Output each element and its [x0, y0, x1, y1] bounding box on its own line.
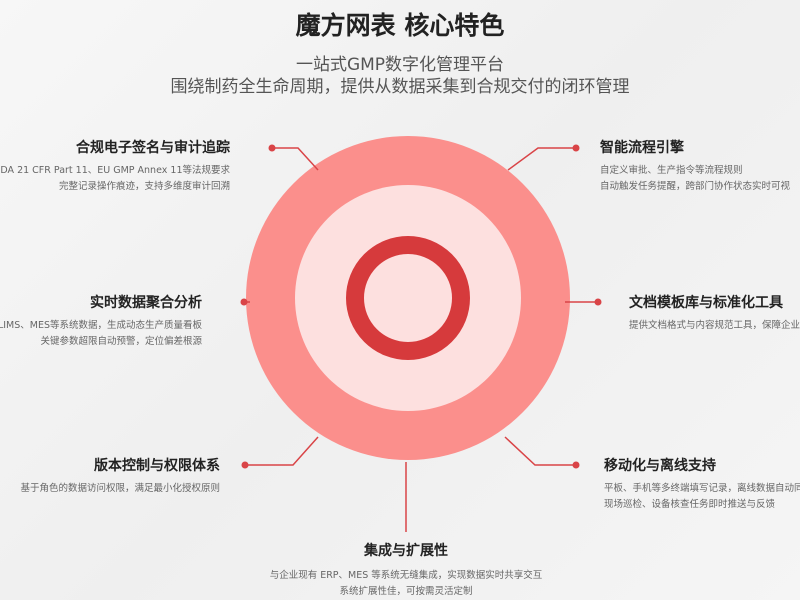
feature-version-control: 版本控制与权限体系 基于角色的数据访问权限，满足最小化授权原则: [20, 455, 220, 497]
feature-title: 文档模板库与标准化工具: [629, 295, 783, 311]
feature-desc: 系统扩展性佳，可按需灵活定制: [339, 586, 473, 597]
feature-desc: 符合FDA 21 CFR Part 11、EU GMP Annex 11等法规要…: [0, 165, 230, 176]
feature-title: 集成与扩展性: [364, 543, 448, 559]
feature-desc: 自定义审批、生产指令等流程规则: [600, 165, 743, 176]
connector-line: [272, 147, 319, 171]
feature-desc: 关键参数超限自动预警，定位偏差根源: [40, 336, 202, 347]
middle-circle: [295, 185, 521, 411]
connector-dot: [594, 298, 602, 306]
subtitle-description: 围绕制药全生命周期，提供从数据采集到合规交付的闭环管理: [170, 77, 630, 97]
connector-line: [507, 147, 576, 171]
connector-line: [245, 436, 319, 466]
feature-title: 版本控制与权限体系: [94, 458, 220, 474]
feature-title: 智能流程引擎: [600, 140, 684, 156]
connector-dot: [241, 461, 249, 469]
feature-integration: 集成与扩展性 与企业现有 ERP、MES 等系统无缝集成，实现数据实时共享交互 …: [200, 540, 612, 600]
feature-desc: 与企业现有 ERP、MES 等系统无缝集成，实现数据实时共享交互: [269, 570, 543, 581]
feature-title: 合规电子签名与审计追踪: [76, 140, 230, 156]
feature-desc: 整合LIMS、MES等系统数据，生成动态生产质量看板: [0, 320, 202, 331]
feature-desc: 平板、手机等多终端填写记录，离线数据自动同步: [604, 483, 800, 494]
feature-desc: 基于角色的数据访问权限，满足最小化授权原则: [20, 483, 220, 494]
feature-realtime-analytics: 实时数据聚合分析 整合LIMS、MES等系统数据，生成动态生产质量看板 关键参数…: [0, 292, 202, 350]
connector-dot: [268, 144, 276, 152]
feature-desc: 提供文档格式与内容规范工具，保障企业文档一致性: [629, 320, 800, 331]
feature-desc: 自动触发任务提醒，跨部门协作状态实时可视: [600, 181, 791, 192]
center-ring: [346, 236, 470, 360]
connector-line: [504, 436, 576, 466]
feature-title: 移动化与离线支持: [604, 458, 716, 474]
feature-title: 实时数据聚合分析: [90, 295, 202, 311]
feature-desc: 完整记录操作痕迹，支持多维度审计回溯: [58, 181, 230, 192]
feature-desc: 现场巡检、设备核查任务即时推送与反馈: [604, 499, 776, 510]
feature-document-templates: 文档模板库与标准化工具 提供文档格式与内容规范工具，保障企业文档一致性: [629, 292, 800, 334]
feature-mobile-offline: 移动化与离线支持 平板、手机等多终端填写记录，离线数据自动同步 现场巡检、设备核…: [604, 455, 800, 513]
page-title: 魔方网表 核心特色: [295, 11, 505, 40]
connector-dot: [572, 144, 580, 152]
subtitle: 一站式GMP数字化管理平台: [295, 55, 505, 75]
feature-workflow-engine: 智能流程引擎 自定义审批、生产指令等流程规则 自动触发任务提醒，跨部门协作状态实…: [600, 137, 790, 195]
connector-dot: [572, 461, 580, 469]
feature-compliance-signature: 合规电子签名与审计追踪 符合FDA 21 CFR Part 11、EU GMP …: [0, 137, 230, 195]
connector-dot: [240, 298, 248, 306]
